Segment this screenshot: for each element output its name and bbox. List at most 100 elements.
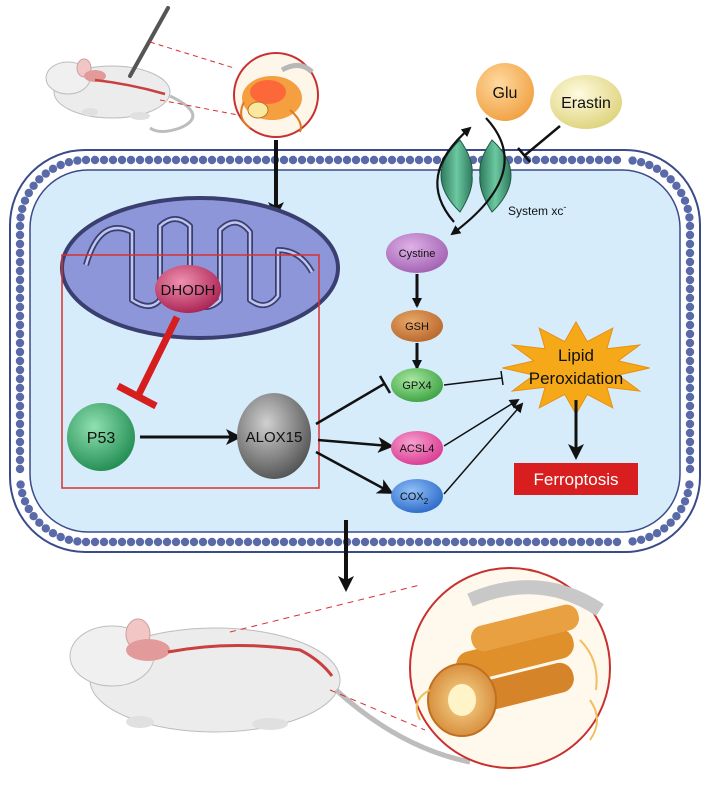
phospholipid-head [685, 338, 695, 348]
phospholipid-head [15, 428, 25, 438]
phospholipid-head [135, 155, 145, 165]
phospholipid-head [15, 338, 25, 348]
phospholipid-head [15, 383, 25, 393]
phospholipid-head [41, 169, 50, 178]
phospholipid-head [685, 293, 695, 303]
phospholipid-head [685, 320, 695, 330]
phospholipid-head [15, 275, 25, 285]
gpx4-label: GPX4 [402, 380, 431, 392]
phospholipid-head [15, 374, 25, 384]
phospholipid-head [297, 155, 307, 165]
phospholipid-head [540, 537, 550, 547]
gsh-label: GSH [405, 321, 429, 333]
phospholipid-head [90, 537, 100, 547]
alox15-node: ALOX15 [237, 393, 311, 479]
phospholipid-head [171, 155, 181, 165]
phospholipid-head [252, 155, 262, 165]
phospholipid-head [685, 480, 694, 489]
phospholipid-head [20, 196, 30, 205]
phospholipid-head [683, 488, 692, 498]
phospholipid-head [117, 155, 127, 165]
arrow-acsl4-lipid [443, 398, 520, 447]
phospholipid-head [81, 537, 91, 547]
phospholipid-head [24, 188, 33, 198]
phospholipid-head [636, 535, 646, 544]
phospholipid-head [162, 537, 172, 547]
phospholipid-head [369, 155, 379, 165]
phospholipid-head [270, 537, 280, 547]
lipid-peroxidation-label-line1: Lipid [558, 346, 594, 365]
phospholipid-head [15, 392, 25, 402]
phospholipid-head [16, 480, 25, 489]
phospholipid-head [15, 446, 25, 456]
phospholipid-head [432, 537, 442, 547]
phospholipid-head [585, 155, 595, 165]
phospholipid-head [99, 155, 109, 165]
phospholipid-head [432, 155, 442, 165]
phospholipid-head [18, 488, 27, 498]
ferroptosis-label: Ferroptosis [533, 470, 618, 489]
glu-label: Glu [493, 85, 518, 102]
surgical-pen [128, 6, 170, 78]
phospholipid-head [468, 537, 478, 547]
phospholipid-head [342, 155, 352, 165]
phospholipid-head [225, 537, 235, 547]
injured-spinal-cord-inset [233, 52, 319, 138]
phospholipid-head [15, 320, 25, 330]
phospholipid-head [243, 155, 253, 165]
phospholipid-head [288, 537, 298, 547]
phospholipid-head [16, 213, 25, 222]
p53-label: P53 [87, 430, 116, 447]
phospholipid-head [531, 537, 541, 547]
phospholipid-head [15, 356, 25, 366]
phospholipid-head [29, 181, 38, 190]
phospholipid-head [15, 419, 25, 429]
phospholipid-head [576, 155, 586, 165]
phospholipid-head [612, 155, 622, 165]
erastin-node: Erastin [550, 75, 622, 129]
phospholipid-head [645, 532, 654, 542]
phospholipid-head [180, 155, 190, 165]
phospholipid-head [685, 446, 695, 456]
gsh-node: GSH [391, 310, 443, 342]
phospholipid-head [99, 537, 109, 547]
phospholipid-head [198, 537, 208, 547]
phospholipid-head [15, 230, 25, 240]
phospholipid-head [685, 383, 695, 393]
phospholipid-head [35, 175, 44, 184]
phospholipid-head [24, 504, 33, 514]
phospholipid-head [64, 535, 74, 544]
phospholipid-head [162, 155, 172, 165]
phospholipid-head [324, 155, 334, 165]
phospholipid-head [387, 155, 397, 165]
dhodh-node: DHODH [155, 265, 221, 313]
phospholipid-head [207, 155, 217, 165]
system-xc-transporter: System xc- [436, 117, 566, 236]
phospholipid-head [513, 537, 523, 547]
phospholipid-head [15, 464, 25, 474]
phospholipid-head [15, 455, 25, 465]
phospholipid-head [315, 537, 325, 547]
phospholipid-head [636, 158, 646, 167]
phospholipid-head [15, 221, 25, 231]
phospholipid-head [603, 537, 613, 547]
phospholipid-head [685, 329, 695, 339]
phospholipid-head [90, 155, 100, 165]
phospholipid-head [18, 204, 27, 214]
phospholipid-head [414, 155, 424, 165]
phospholipid-head [685, 419, 695, 429]
phospholipid-head [15, 437, 25, 447]
phospholipid-head [558, 537, 568, 547]
phospholipid-head [252, 537, 262, 547]
alox15-label: ALOX15 [246, 429, 303, 446]
phospholipid-head [360, 155, 370, 165]
phospholipid-head [685, 428, 695, 438]
phospholipid-head [594, 537, 604, 547]
phospholipid-head [685, 437, 695, 447]
gpx4-node: GPX4 [391, 368, 443, 402]
acsl4-node: ACSL4 [391, 431, 443, 465]
phospholipid-head [144, 155, 154, 165]
phospholipid-head [180, 537, 190, 547]
phospholipid-head [677, 188, 686, 198]
